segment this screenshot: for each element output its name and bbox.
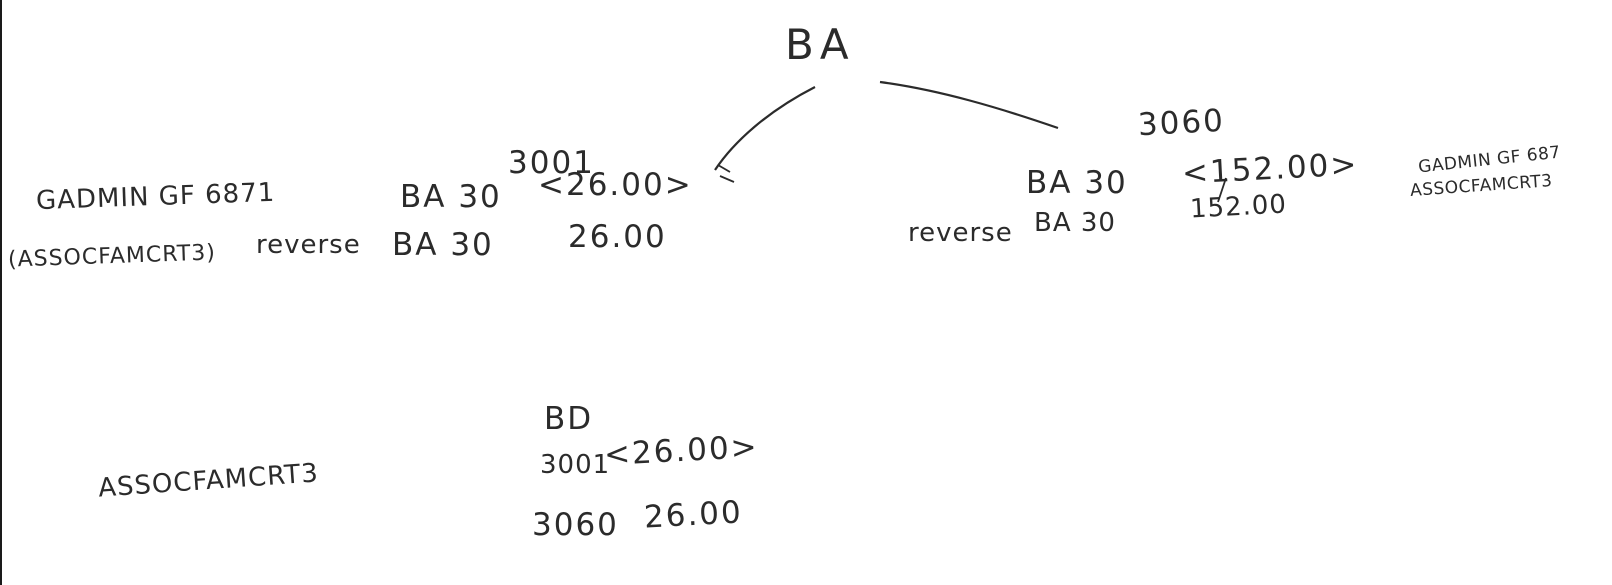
left-line1-unit: BA 30 bbox=[400, 179, 502, 215]
root-label: BA bbox=[785, 20, 855, 69]
left-branch-line bbox=[714, 86, 816, 171]
right-line2-amount: 152.00 bbox=[1189, 189, 1288, 225]
left-branch-tick bbox=[717, 164, 735, 183]
right-line2-unit: BA 30 bbox=[1034, 208, 1116, 238]
left-line2-unit: BA 30 bbox=[392, 227, 494, 263]
left-account-number: 3001 bbox=[508, 145, 595, 181]
bottom-row2-amount: 26.00 bbox=[643, 494, 744, 536]
right-account-number: 3060 bbox=[1137, 102, 1226, 144]
bottom-row1-account: 3001 bbox=[540, 450, 611, 480]
bottom-row1-amount: <26.00> bbox=[603, 428, 760, 474]
right-line1-unit: BA 30 bbox=[1026, 165, 1128, 201]
right-line1-amount: <152.00> bbox=[1181, 146, 1360, 192]
left-line2-amount: 26.00 bbox=[568, 219, 667, 255]
right-branch-line bbox=[879, 80, 1059, 130]
right-line2-action: reverse bbox=[908, 218, 1013, 248]
bottom-row2-account: 3060 bbox=[532, 507, 619, 543]
left-line1-code: GADMIN GF 6871 bbox=[35, 177, 276, 217]
left-line2-action: reverse bbox=[256, 230, 361, 260]
page-edge-line bbox=[0, 0, 2, 585]
right-slash bbox=[1217, 177, 1227, 203]
bottom-header: BD bbox=[544, 401, 594, 437]
left-line1-amount: <26.00> bbox=[538, 167, 693, 203]
